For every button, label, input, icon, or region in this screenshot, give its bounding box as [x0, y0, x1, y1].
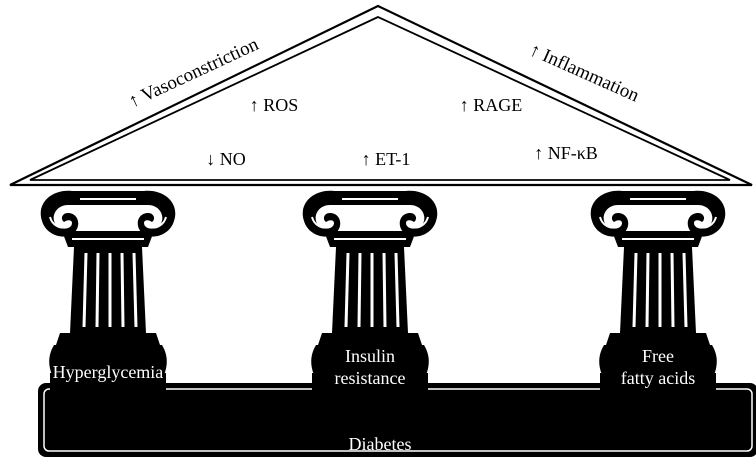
- pillar-label-line-2: resistance: [335, 368, 406, 388]
- pillar-label-line-1: Insulin: [345, 346, 395, 366]
- label-nfkb: ↑ NF-κB: [534, 143, 598, 163]
- base-label: Diabetes: [349, 434, 412, 454]
- roof: ↑ Vasoconstriction ↑ Inflammation ↑ ROS …: [9, 4, 753, 187]
- label-rage: ↑ RAGE: [460, 95, 523, 115]
- roof-outline-inner: [29, 16, 731, 181]
- base-slab: [38, 383, 756, 457]
- pillar-label-line-2: fatty acids: [621, 368, 695, 388]
- pillar-insulin-resistance: Insulin resistance: [301, 189, 439, 419]
- label-et1: ↑ ET-1: [362, 149, 411, 169]
- pillar-hyperglycemia: Hyperglycemia: [39, 189, 177, 419]
- label-ros: ↑ ROS: [250, 95, 299, 115]
- pillar-label: Hyperglycemia: [53, 362, 164, 382]
- label-no: ↓ NO: [206, 149, 246, 169]
- pillar-label-line-1: Free: [642, 346, 674, 366]
- roof-right-slope-label: ↑ Inflammation: [526, 39, 642, 106]
- pillar-free-fatty-acids: Free fatty acids: [589, 189, 727, 419]
